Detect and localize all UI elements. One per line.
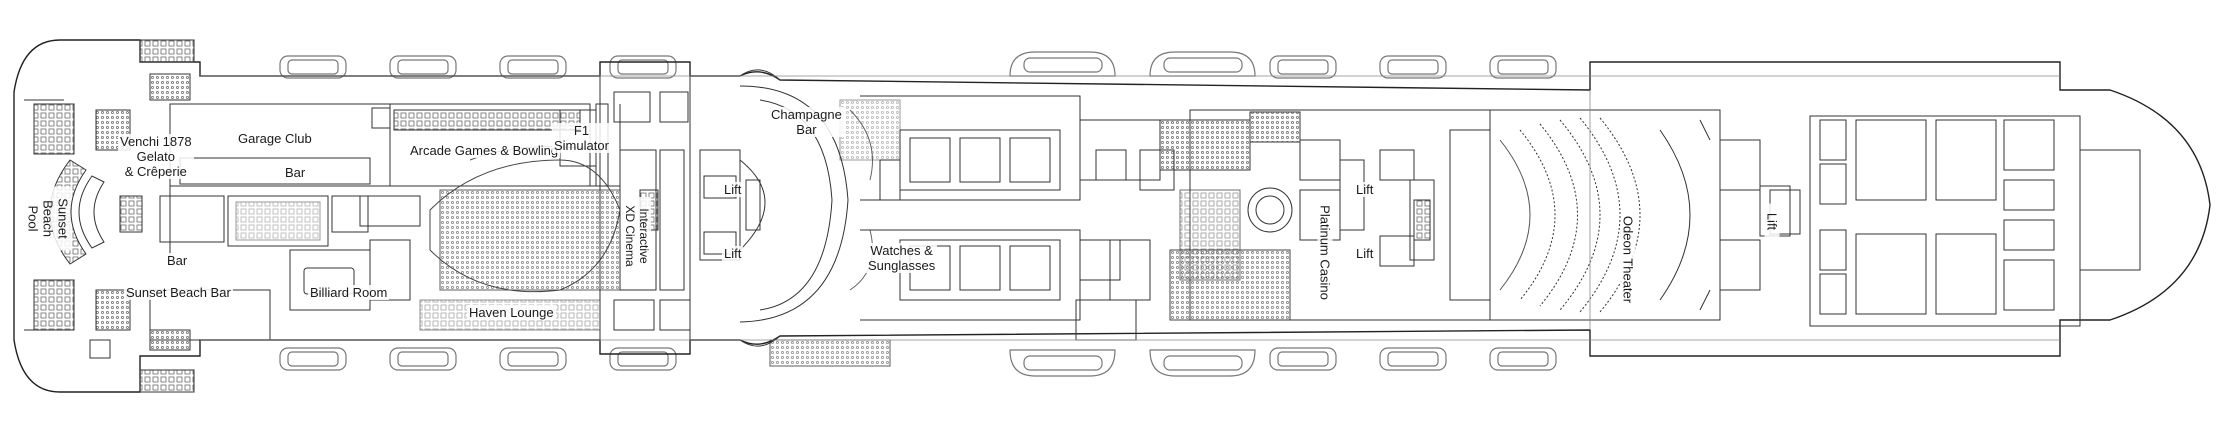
area-label-lift-forward-upper: Lift xyxy=(722,182,744,197)
bow-cabins xyxy=(1759,115,2141,327)
hull-outline xyxy=(13,39,2211,393)
lifeboat xyxy=(1379,347,1447,371)
garage-arcade-block xyxy=(149,103,621,341)
area-label-arcade: Arcade Games & Bowling xyxy=(408,143,561,158)
area-label-f1-simulator: F1 Simulator xyxy=(552,123,611,153)
theater-area xyxy=(1490,109,1801,321)
tender-boat xyxy=(1009,51,1116,77)
area-label-bar-garage: Bar xyxy=(283,165,308,180)
area-label-sunset-beach-bar: Sunset Beach Bar xyxy=(124,285,233,300)
lifeboat xyxy=(1489,55,1557,79)
area-label-odeon-theater: Odeon Theater xyxy=(1620,207,1636,312)
tender-boat xyxy=(1009,349,1116,377)
lifeboat xyxy=(1269,55,1337,79)
tender-boat xyxy=(1149,349,1256,377)
area-label-billiard-room: Billiard Room xyxy=(308,285,390,300)
area-label-venchi: Venchi 1878 Gelato & Crêperie xyxy=(118,134,194,179)
lifeboat xyxy=(609,55,677,79)
area-label-bar-sunset: Bar xyxy=(165,253,190,268)
area-label-champagne-bar: Champagne Bar xyxy=(769,107,844,137)
aft-deck xyxy=(24,39,195,393)
lifeboat xyxy=(1269,347,1337,371)
area-label-lift-mid-lower: Lift xyxy=(1354,246,1376,261)
area-label-xd-cinema: Interactive XD Cinema xyxy=(623,197,651,275)
champagne-atrium xyxy=(739,69,901,367)
lifeboat xyxy=(389,55,457,79)
area-label-sunset-beach-pool: Sunset Beach Pool xyxy=(25,186,71,251)
area-label-garage-club: Garage Club xyxy=(236,131,314,146)
area-label-haven-lounge: Haven Lounge xyxy=(467,305,556,320)
lifeboat xyxy=(279,347,347,371)
lifeboat xyxy=(1489,347,1557,371)
deck-lines xyxy=(200,75,2060,341)
area-label-watches: Watches & Sunglasses xyxy=(866,243,938,273)
lifeboat xyxy=(499,55,567,79)
area-label-platinum-casino: Platinum Casino xyxy=(1317,195,1333,310)
area-label-lift-forward-lower: Lift xyxy=(722,246,744,261)
tender-boat xyxy=(1149,51,1256,77)
lifeboats-bottom xyxy=(279,347,1557,377)
area-label-lift-mid-upper: Lift xyxy=(1354,182,1376,197)
casino-area xyxy=(1159,109,1491,321)
shops-block xyxy=(860,95,1175,341)
lifeboat xyxy=(609,347,677,371)
lifeboat xyxy=(1379,55,1447,79)
lifeboat xyxy=(389,347,457,371)
lifeboat xyxy=(279,55,347,79)
area-label-lift-bow: Lift xyxy=(1764,203,1780,240)
lifeboats-top xyxy=(279,51,1557,79)
lifeboat xyxy=(499,347,567,371)
